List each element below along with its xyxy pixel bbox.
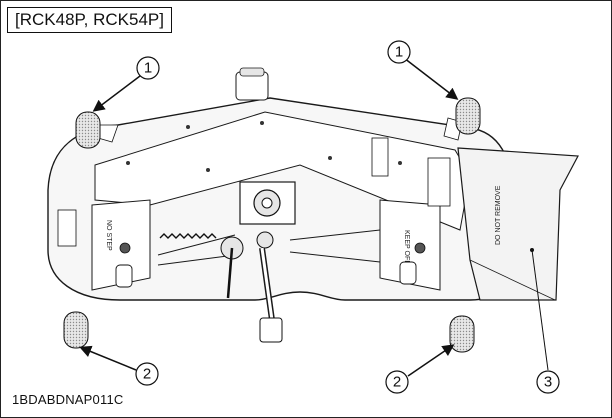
right-decal-1 xyxy=(371,137,389,177)
gauge-wheel-bottom-right xyxy=(449,315,475,353)
callout-leader-3-dot xyxy=(530,248,534,252)
callout-leader-1b xyxy=(403,57,459,100)
top-mount-cap xyxy=(239,67,265,77)
tension-spring xyxy=(159,233,217,239)
callout-leader-3 xyxy=(531,249,549,371)
bolt xyxy=(186,125,190,129)
bolt xyxy=(398,161,402,165)
callout-1a: 1 xyxy=(136,56,160,80)
gauge-wheel-top-left xyxy=(75,111,101,149)
callout-2a-label: 2 xyxy=(143,366,151,383)
callout-1b-label: 1 xyxy=(395,44,403,61)
left-panel-label: NO STEP xyxy=(105,220,112,251)
left-decal xyxy=(57,209,77,247)
callout-2a: 2 xyxy=(135,362,159,386)
right-side-panel xyxy=(379,199,441,291)
callout-leader-2a xyxy=(79,345,137,371)
callout-1b: 1 xyxy=(387,40,411,64)
bolt xyxy=(328,156,332,160)
shaft-yoke xyxy=(259,317,283,343)
drive-belt xyxy=(157,229,381,266)
callout-3: 3 xyxy=(536,370,560,394)
callout-leader-2b xyxy=(407,344,455,377)
gauge-wheel-bottom-left xyxy=(63,311,89,349)
drive-shaft-core xyxy=(260,247,274,321)
left-latch xyxy=(115,264,133,288)
callout-2b: 2 xyxy=(385,370,409,394)
right-panel-label: KEEP OFF xyxy=(403,230,410,265)
right-decal-2 xyxy=(427,157,451,207)
figure-code: 1BDABDNAP011C xyxy=(12,392,124,407)
right-latch xyxy=(399,261,417,285)
gauge-wheel-top-right xyxy=(455,97,481,135)
callout-2b-label: 2 xyxy=(393,374,401,391)
bolt xyxy=(260,121,264,125)
chute-inner-line xyxy=(469,259,556,301)
callout-leader-1a xyxy=(92,75,141,112)
gearbox-hub xyxy=(261,197,273,209)
lift-arm xyxy=(226,247,234,299)
right-panel-knob xyxy=(414,242,426,254)
drive-pulley xyxy=(256,231,274,249)
chute-label: DO NOT REMOVE xyxy=(495,185,502,245)
bolt xyxy=(206,168,210,172)
bolt xyxy=(126,161,130,165)
left-panel-knob xyxy=(119,242,131,254)
callout-1a-label: 1 xyxy=(144,60,152,77)
model-applicability-label: [RCK48P, RCK54P] xyxy=(7,7,172,33)
callout-3-label: 3 xyxy=(544,374,552,391)
discharge-chute xyxy=(457,147,579,301)
